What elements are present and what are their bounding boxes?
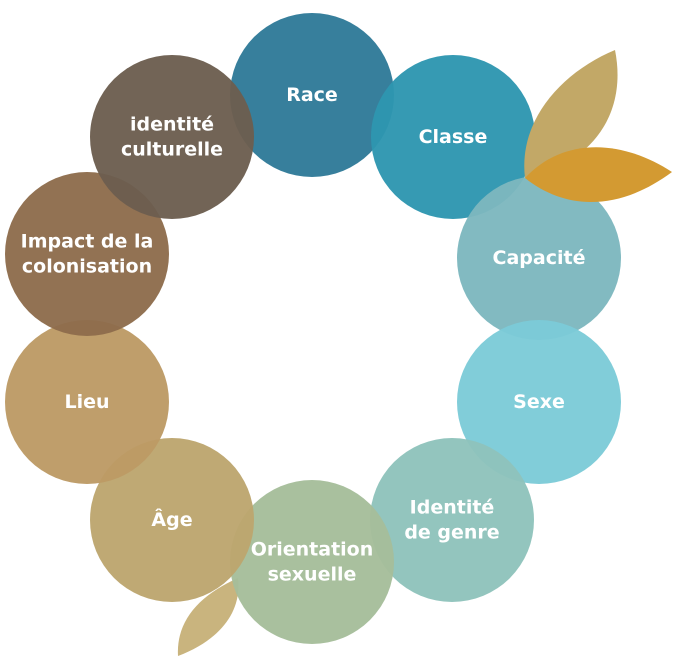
label-classe-line-1: Classe (419, 126, 488, 148)
leaf-lower-left-shape (177, 578, 239, 656)
circle-colonisation (5, 172, 169, 336)
circle-node-race: Race (230, 13, 394, 177)
label-capacite-line-1: Capacité (493, 247, 586, 269)
label-race-line-1: Race (286, 84, 338, 106)
circle-node-sexe: Sexe (457, 320, 621, 484)
label-orientation-line-1: Orientation (251, 539, 374, 561)
label-orientation-line-2: sexuelle (268, 564, 357, 586)
circle-identite-genre (370, 438, 534, 602)
circle-age (90, 438, 254, 602)
circle-node-identite-genre: Identité de genre (370, 438, 534, 602)
circle-node-capacite: Capacité (457, 176, 621, 340)
leaf-top-shape (524, 50, 618, 178)
label-sexe-line-1: Sexe (513, 391, 565, 413)
circle-node-lieu: Lieu (5, 320, 169, 484)
circle-node-classe: Classe (371, 55, 535, 219)
circle-sexe (457, 320, 621, 484)
circle-node-colonisation: Impact de la colonisation (5, 172, 169, 336)
circle-identite-culturelle (90, 55, 254, 219)
leaf-decoration-upper-right (524, 50, 672, 203)
leaf-bottom-shape (525, 147, 672, 203)
circle-node-age: Âge (90, 438, 254, 602)
label-identite-genre-line-2: de genre (404, 522, 499, 544)
label-colonisation-line-1: Impact de la (21, 231, 154, 253)
label-identite-genre-line-1: Identité (410, 497, 495, 519)
label-lieu-line-1: Lieu (64, 391, 109, 413)
circle-classe (371, 55, 535, 219)
label-identite-culturelle-line-1: identité (130, 114, 214, 136)
label-identite-culturelle-line-2: culturelle (121, 139, 223, 161)
circle-race (230, 13, 394, 177)
circle-capacite (457, 176, 621, 340)
leaf-decoration-lower-left (177, 578, 239, 656)
circle-node-identite-culturelle: identité culturelle (90, 55, 254, 219)
circle-lieu (5, 320, 169, 484)
label-colonisation-line-2: colonisation (22, 256, 152, 278)
circle-node-orientation: Orientation sexuelle (230, 480, 394, 644)
label-age-line-1: Âge (151, 508, 192, 531)
circle-orientation (230, 480, 394, 644)
